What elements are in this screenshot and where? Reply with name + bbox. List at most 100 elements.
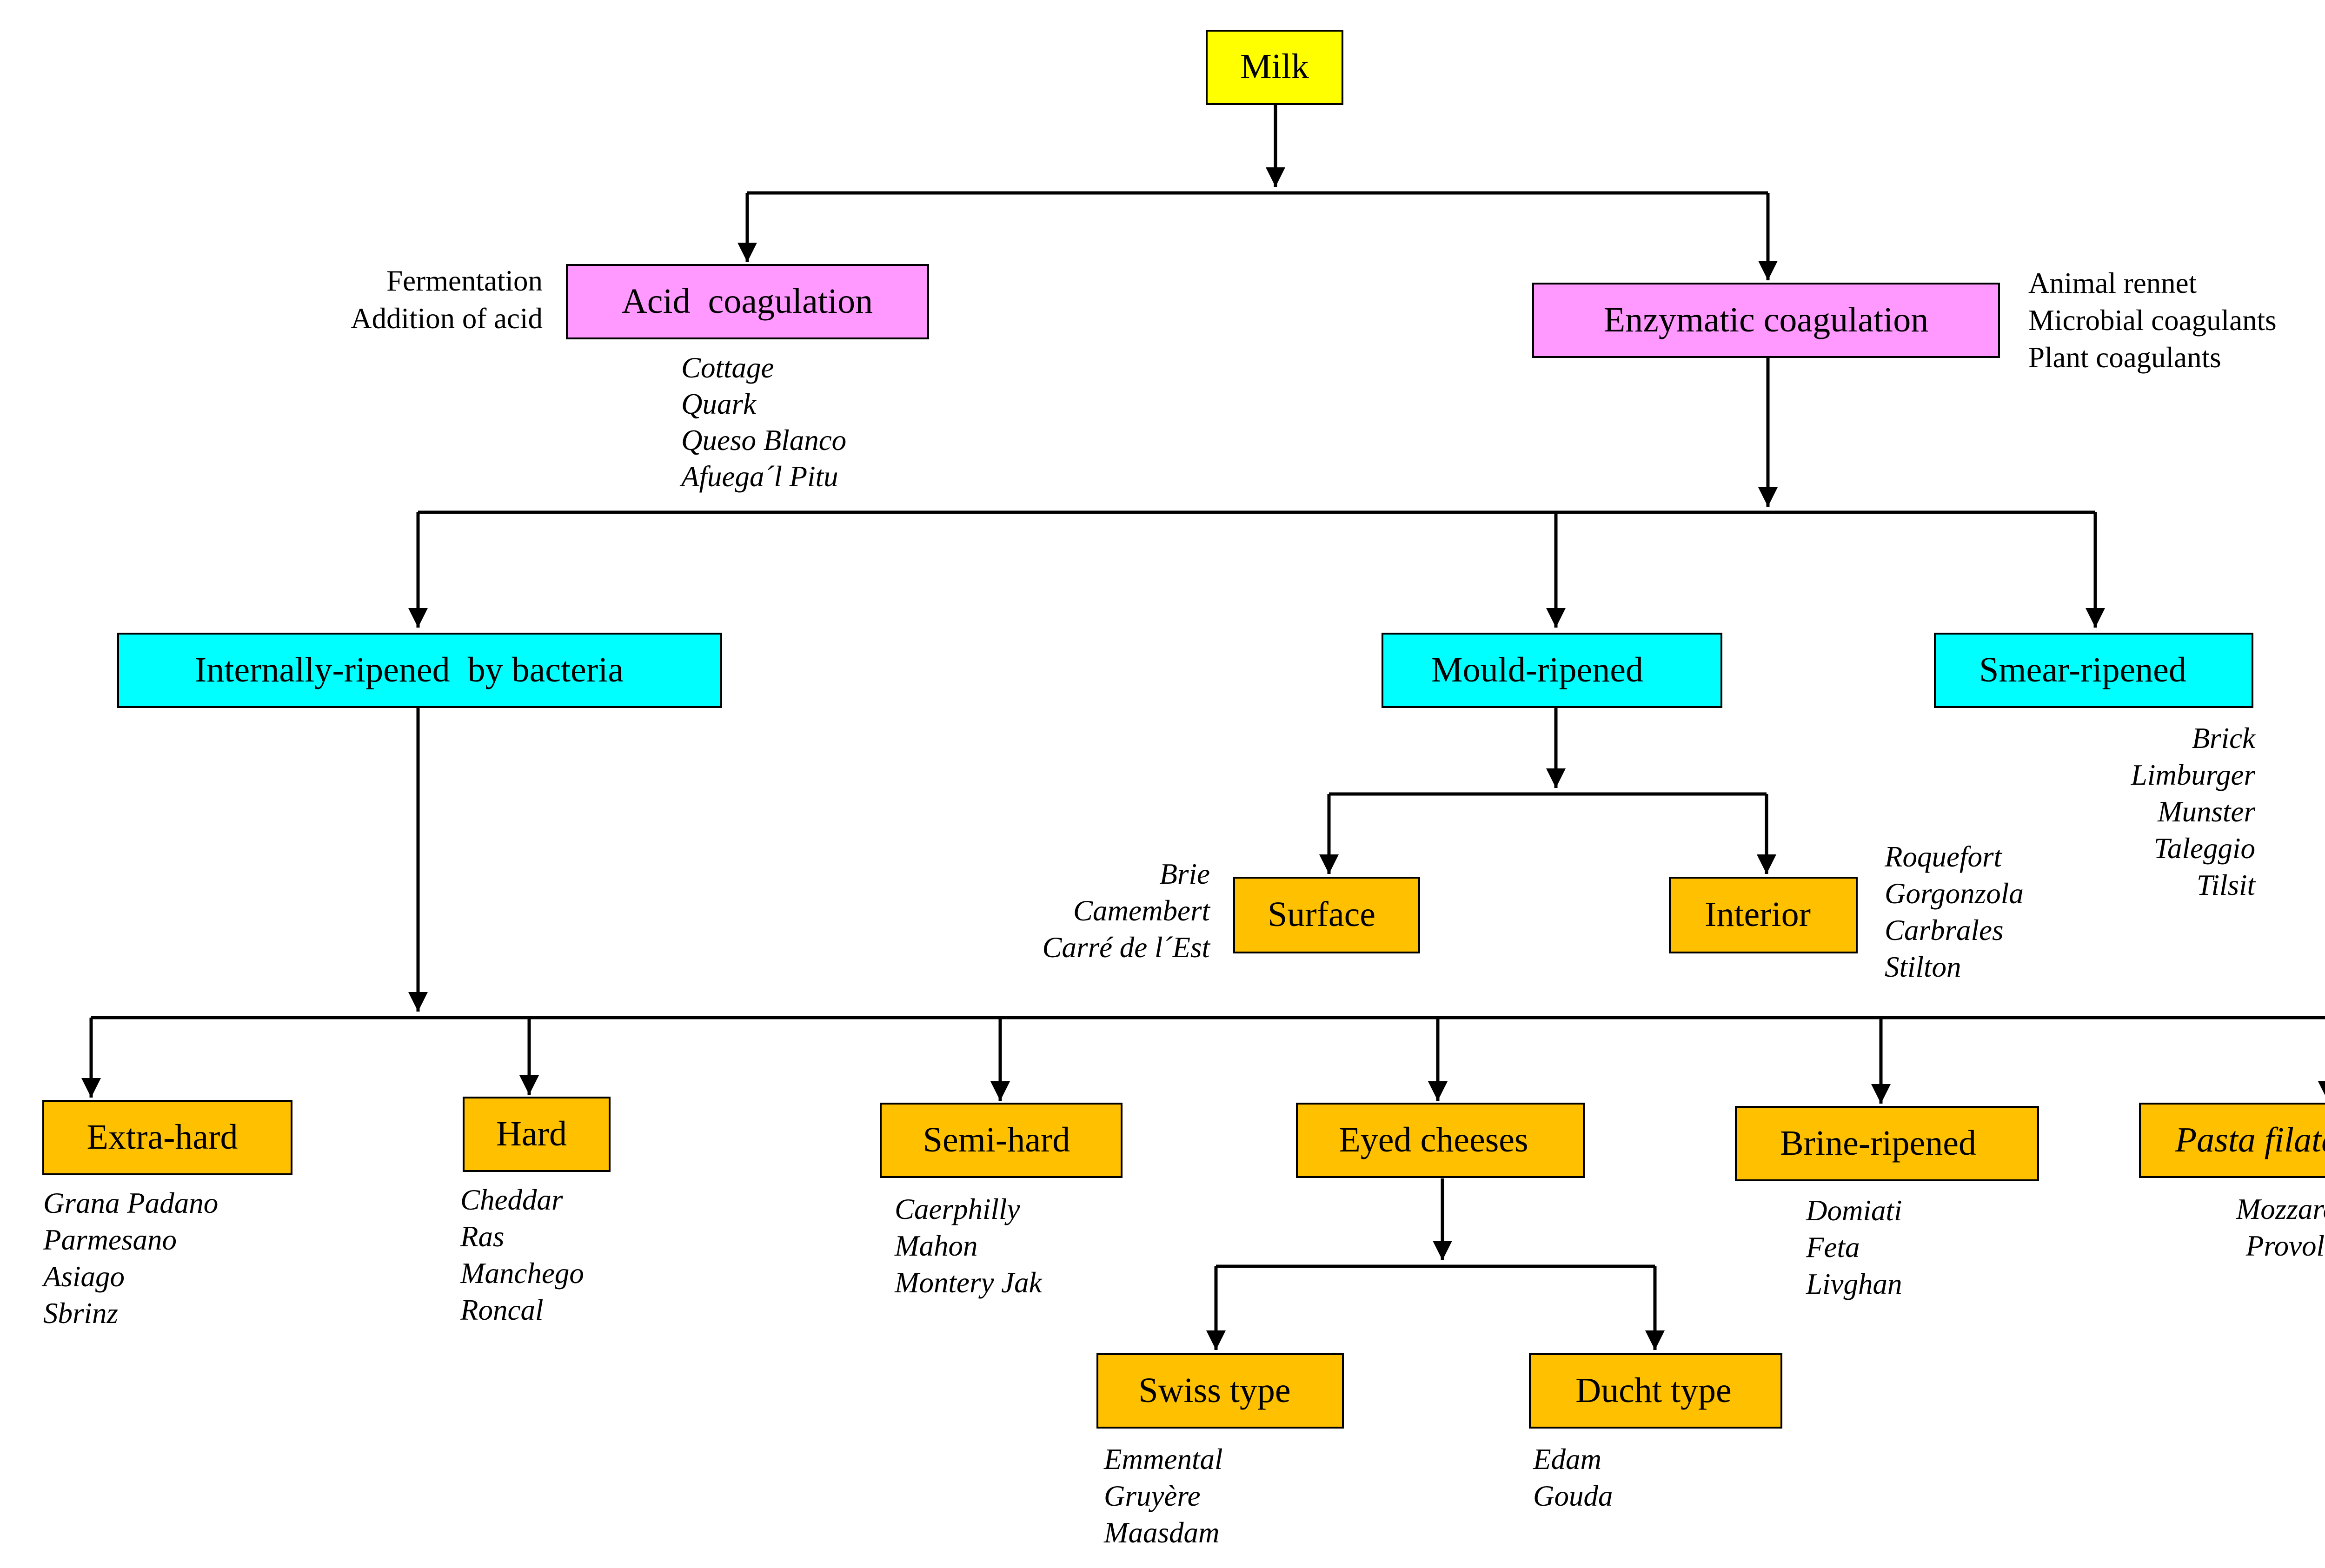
example-cheese: Carré de l´Est (1043, 931, 1211, 964)
examples-interior: Roquefort Gorgonzola Carbrales Stilton (1884, 840, 2024, 983)
node-dutch-label: Ducht type (1575, 1371, 1732, 1410)
node-dutch-type: Ducht type (1529, 1353, 1782, 1429)
node-interior: Interior (1669, 877, 1858, 953)
node-enzymatic-label: Enzymatic coagulation (1604, 300, 1929, 339)
node-brine-ripened: Brine-ripened (1735, 1106, 2039, 1181)
node-smear-box (1934, 633, 2253, 708)
node-enzymatic-coagulation: Enzymatic coagulation (1532, 283, 2000, 358)
node-surface-label: Surface (1268, 895, 1375, 934)
example-cheese: Livghan (1806, 1268, 1902, 1300)
node-brine-box (1735, 1106, 2039, 1181)
example-cheese: Feta (1806, 1231, 1860, 1264)
examples-acid: Cottage Quark Queso Blanco Afuega´l Pitu (679, 351, 846, 493)
node-swiss-label: Swiss type (1138, 1371, 1290, 1410)
example-cheese: Asiago (41, 1260, 125, 1293)
example-cheese: Manchego (460, 1257, 584, 1290)
example-cheese: Roquefort (1884, 840, 2002, 873)
node-internal-box (117, 633, 722, 708)
example-cheese: Limburger (2131, 759, 2256, 791)
node-mould-ripened: Mould-ripened (1382, 633, 1722, 708)
annotation-enzymatic-methods: Animal rennet Microbial coagulants Plant… (2028, 267, 2277, 374)
node-dutch-box (1529, 1353, 1782, 1429)
example-cheese: Edam (1533, 1443, 1601, 1475)
example-cheese: Cottage (681, 351, 774, 384)
example-cheese: Emmental (1103, 1443, 1222, 1475)
node-milk: Milk (1206, 30, 1343, 105)
examples-brine: Domiati Feta Livghan (1806, 1194, 1902, 1300)
node-surface: Surface (1233, 877, 1420, 953)
examples-dutch: Edam Gouda (1533, 1443, 1613, 1512)
node-acid-label: Acid coagulation (622, 282, 873, 321)
example-cheese: Brie (1160, 858, 1210, 890)
annotation-enzymatic-method: Microbial coagulants (2028, 304, 2277, 337)
node-eyed-box (1296, 1103, 1585, 1178)
node-hard-label: Hard (496, 1114, 567, 1153)
examples-surface: Brie Camembert Carré de l´Est (1043, 858, 1211, 964)
example-cheese: Roncal (460, 1294, 543, 1326)
node-smear-ripened: Smear-ripened (1934, 633, 2253, 708)
example-cheese: Gruyère (1104, 1480, 1201, 1512)
example-cheese: Provolone (2245, 1230, 2325, 1262)
node-enzymatic-box (1532, 283, 2000, 358)
annotation-enzymatic-method: Animal rennet (2028, 267, 2197, 299)
example-cheese: Gorgonzola (1885, 877, 2024, 910)
example-cheese: Parmesano (43, 1224, 177, 1256)
example-cheese: Carbrales (1885, 914, 2004, 946)
node-pasta-filata: Pasta filata (2139, 1103, 2325, 1178)
node-internally-ripened: Internally-ripened by bacteria (117, 633, 722, 708)
examples-pasta: Mozzarella Provolone (2236, 1193, 2325, 1262)
node-acid-box (566, 264, 929, 339)
node-semi-hard: Semi-hard (880, 1103, 1123, 1178)
example-cheese: Taleggio (2154, 832, 2255, 865)
node-interior-box (1669, 877, 1858, 953)
example-cheese: Caerphilly (895, 1193, 1020, 1225)
example-cheese: Gouda (1533, 1480, 1613, 1512)
annotation-acid-methods: Fermentation Addition of acid (351, 265, 543, 335)
example-cheese: Grana Padano (43, 1187, 218, 1219)
annotation-enzymatic-method: Plant coagulants (2028, 341, 2221, 374)
examples-extra-hard: Grana Padano Parmesano Asiago Sbrinz (41, 1187, 218, 1330)
node-milk-box (1206, 30, 1343, 105)
example-cheese: Ras (460, 1220, 505, 1253)
node-pasta-box (2139, 1103, 2325, 1178)
node-swiss-type: Swiss type (1096, 1353, 1344, 1429)
example-cheese: Quark (681, 388, 757, 420)
node-smear-label: Smear-ripened (1979, 650, 2186, 689)
node-brine-label: Brine-ripened (1780, 1124, 1976, 1163)
example-cheese: Mozzarella (2236, 1193, 2325, 1225)
example-cheese: Munster (2157, 795, 2255, 828)
example-cheese: Stilton (1885, 951, 1961, 983)
example-cheese: Brick (2192, 722, 2256, 754)
connectors (81, 104, 2325, 1350)
node-interior-label: Interior (1705, 895, 1811, 934)
examples-hard: Cheddar Ras Manchego Roncal (460, 1184, 584, 1326)
node-hard: Hard (463, 1097, 611, 1172)
examples-smear: Brick Limburger Munster Taleggio Tilsit (2131, 722, 2256, 901)
node-mould-box (1382, 633, 1722, 708)
example-cheese: Queso Blanco (681, 424, 846, 457)
node-milk-label: Milk (1240, 47, 1309, 86)
node-extra-hard-box (42, 1100, 292, 1175)
examples-swiss: Emmental Gruyère Maasdam (1103, 1443, 1222, 1549)
example-cheese: Sbrinz (43, 1297, 118, 1330)
node-eyed-cheeses: Eyed cheeses (1296, 1103, 1585, 1178)
node-eyed-label: Eyed cheeses (1339, 1120, 1528, 1159)
node-extra-hard-label: Extra-hard (87, 1118, 238, 1157)
node-pasta-label: Pasta filata (2175, 1120, 2325, 1159)
annotation-acid-method: Addition of acid (351, 302, 543, 335)
example-cheese: Camembert (1073, 894, 1210, 927)
example-cheese: Domiati (1806, 1194, 1902, 1227)
examples-semi-hard: Caerphilly Mahon Montery Jak (894, 1193, 1043, 1299)
node-hard-box (463, 1097, 611, 1172)
annotation-acid-method: Fermentation (386, 265, 543, 297)
node-internal-label: Internally-ripened by bacteria (195, 650, 624, 689)
node-extra-hard: Extra-hard (42, 1100, 292, 1175)
example-cheese: Afuega´l Pitu (679, 460, 838, 493)
node-swiss-box (1096, 1353, 1344, 1429)
example-cheese: Montery Jak (894, 1266, 1043, 1299)
node-semi-hard-box (880, 1103, 1123, 1178)
example-cheese: Mahon (894, 1230, 977, 1262)
example-cheese: Cheddar (460, 1184, 563, 1216)
example-cheese: Tilsit (2197, 869, 2256, 901)
